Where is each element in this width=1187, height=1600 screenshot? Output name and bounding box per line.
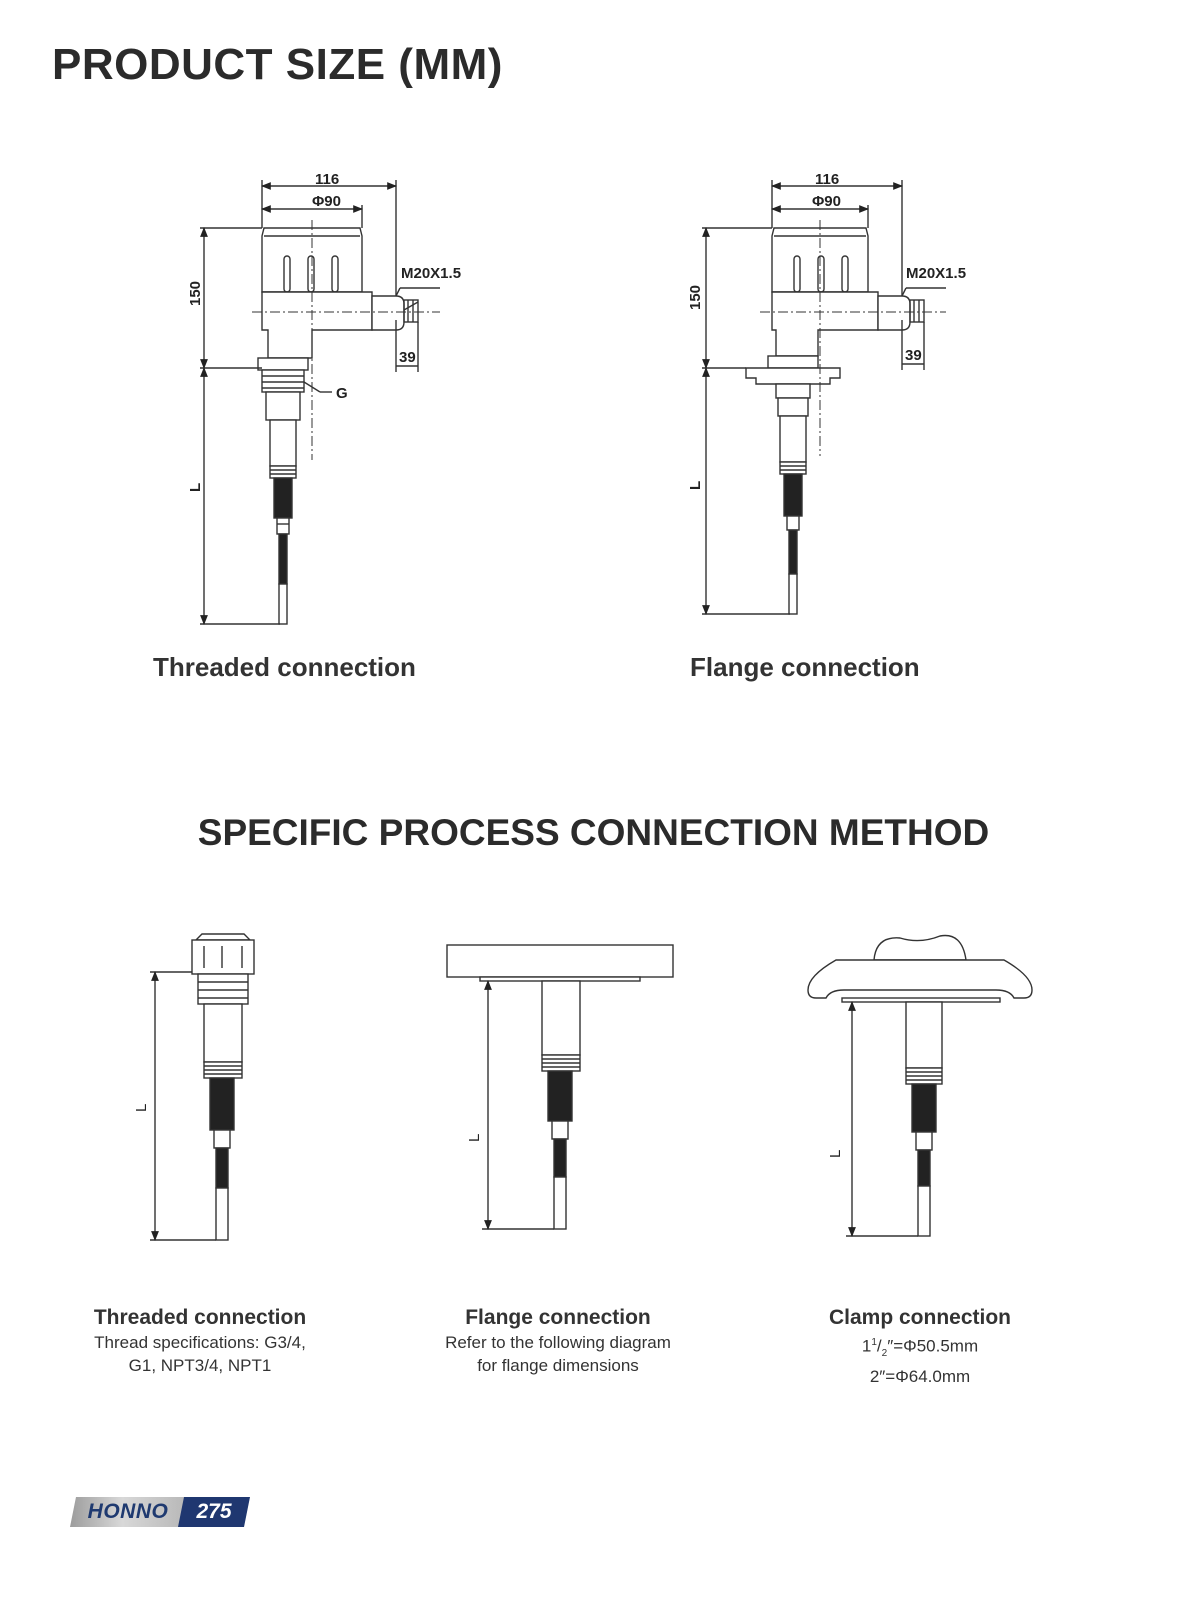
m1-length-label: L	[133, 1104, 150, 1112]
page-title: PRODUCT SIZE (MM)	[52, 40, 503, 89]
d1-thread-label: M20X1.5	[401, 265, 461, 282]
d2-height-label: 150	[687, 285, 704, 310]
method-threaded-line2: G1, NPT3/4, NPT1	[128, 1356, 272, 1375]
section-title: SPECIFIC PROCESS CONNECTION METHOD	[197, 812, 990, 853]
method-flange-line1: Refer to the following diagram	[445, 1333, 671, 1352]
clamp-method-drawing	[807, 934, 1033, 1237]
method-threaded-line1: Thread specifications: G3/4,	[94, 1333, 306, 1352]
d1-width-label: 116	[315, 171, 339, 188]
method-threaded-title: Threaded connection	[93, 1306, 307, 1329]
d1-height-label: 150	[187, 281, 204, 306]
m3-length-label: L	[827, 1150, 844, 1158]
page-number: 275	[178, 1497, 250, 1527]
method-flange-line2: for flange dimensions	[477, 1356, 639, 1375]
d1-g-label: G	[336, 385, 348, 402]
d1-diameter-label: Φ90	[312, 193, 341, 210]
product-size-drawings: 116 Φ90 M20X1.5 39 G 150 L	[187, 171, 966, 625]
clamp-size-num: 1	[871, 1337, 877, 1348]
d2-diameter-label: Φ90	[812, 193, 841, 210]
method-clamp: Clamp connection 11/2″=Φ50.5mm 2″=Φ64.0m…	[750, 1305, 1090, 1388]
page-footer: HONNO 275	[70, 1497, 250, 1527]
clamp-size-rest: ″=Φ50.5mm	[887, 1336, 979, 1356]
d2-side-label: 39	[905, 347, 922, 364]
method-clamp-line1: 11/2″=Φ50.5mm	[750, 1331, 1090, 1365]
method-threaded: Threaded connection Thread specification…	[30, 1305, 370, 1377]
brand-logo: HONNO	[70, 1497, 186, 1527]
d1-length-label: L	[187, 483, 204, 492]
clamp-size-whole: 1	[861, 1336, 872, 1356]
process-connection-drawings: L L L	[133, 933, 1033, 1241]
clamp-size-slash: /	[876, 1336, 882, 1356]
method-flange-title: Flange connection	[465, 1306, 651, 1329]
m2-length-label: L	[466, 1134, 483, 1142]
d2-length-label: L	[687, 481, 704, 490]
clamp-size-den: 2	[881, 1348, 888, 1360]
flange-method-drawing	[446, 944, 674, 1230]
threaded-method-drawing	[150, 933, 255, 1241]
flange-size-drawing	[702, 180, 946, 615]
d2-thread-label: M20X1.5	[906, 265, 966, 282]
d1-side-label: 39	[399, 349, 416, 366]
method-flange: Flange connection Refer to the following…	[388, 1305, 728, 1377]
method-clamp-title: Clamp connection	[828, 1306, 1012, 1329]
threaded-size-drawing	[200, 180, 440, 625]
d2-width-label: 116	[815, 171, 839, 188]
caption-threaded: Threaded connection	[153, 652, 416, 682]
method-clamp-line2: 2″=Φ64.0mm	[869, 1367, 971, 1387]
caption-flange: Flange connection	[690, 652, 920, 682]
